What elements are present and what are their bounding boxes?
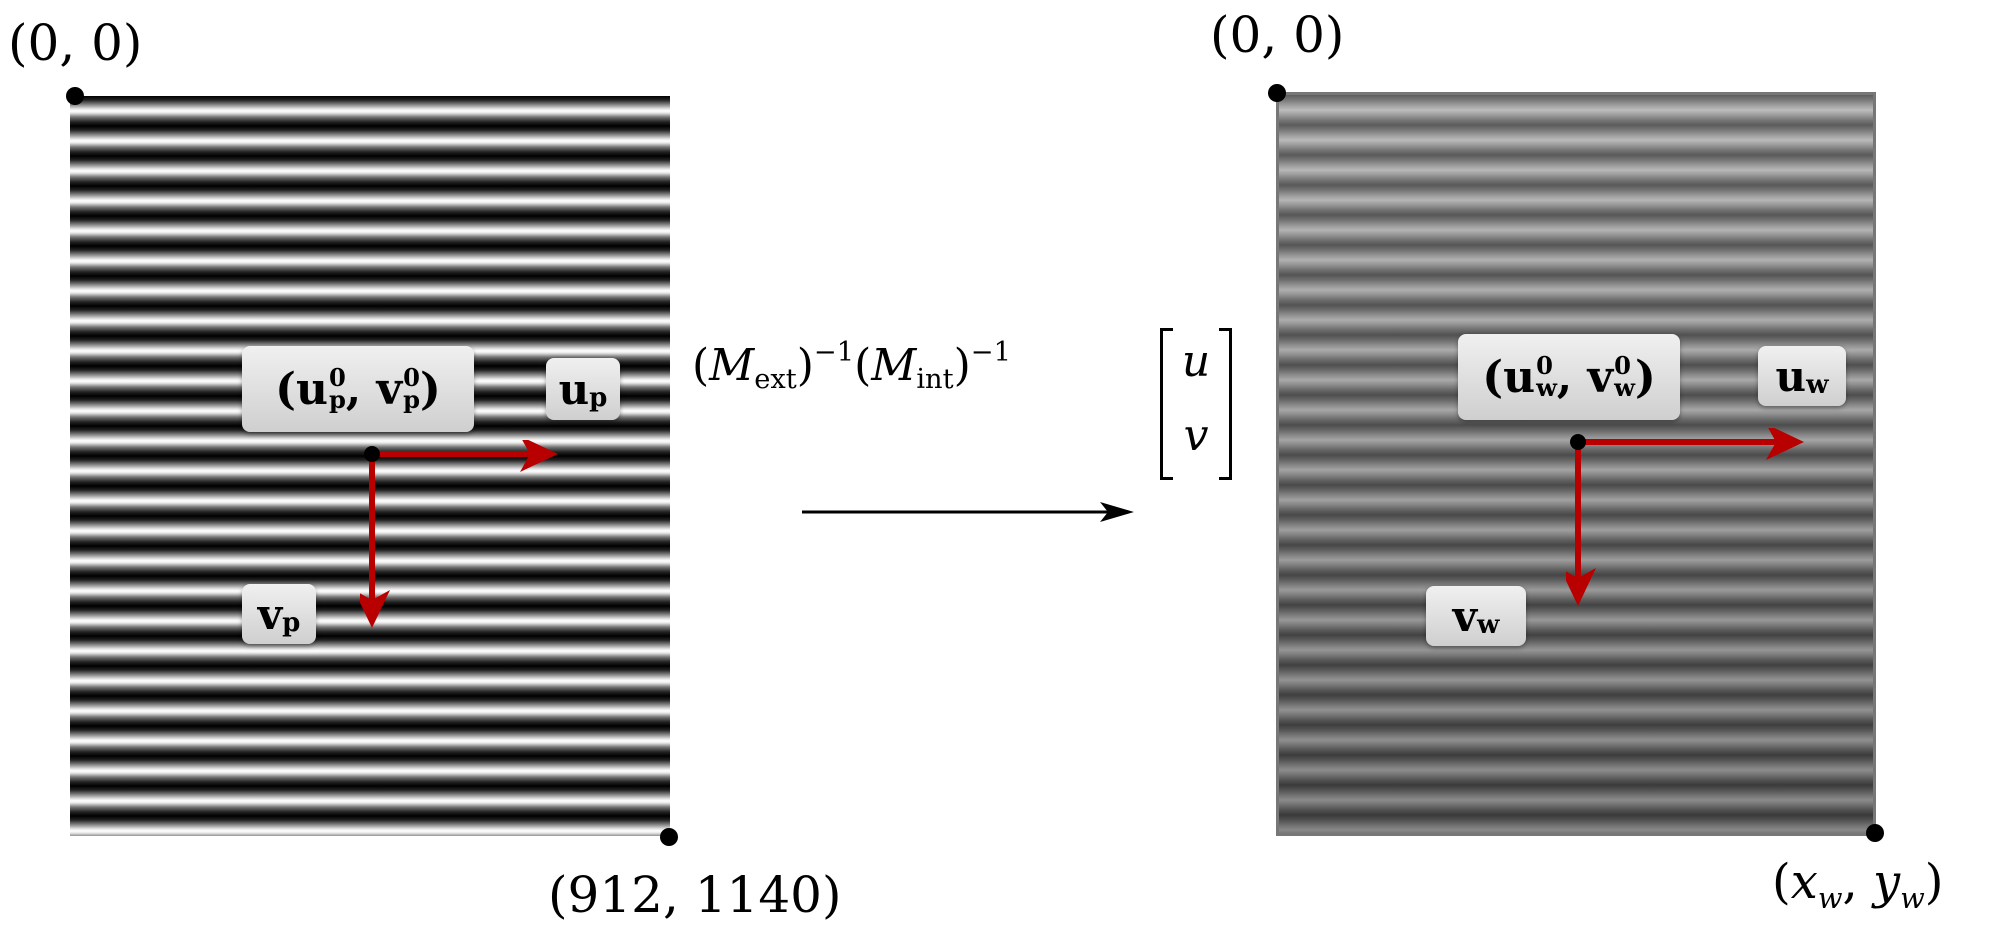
left-origin-point (66, 87, 84, 105)
left-v-arrowhead (360, 590, 390, 628)
left-origin-label: (0, 0) (8, 14, 143, 72)
vector-u-component: u (1181, 336, 1211, 387)
right-axes (1566, 428, 1804, 606)
left-axis-origin-dot (364, 446, 380, 462)
left-axes (360, 440, 558, 628)
vector-v-component: v (1183, 410, 1209, 461)
left-u-arrowhead (520, 440, 558, 472)
left-end-label: (912, 1140) (548, 866, 842, 924)
uv-vector: u v (1160, 328, 1232, 480)
right-u-arrowhead (1766, 428, 1804, 460)
left-end-point (660, 828, 678, 846)
right-v-arrowhead (1566, 568, 1596, 606)
transform-arrow (802, 502, 1134, 522)
right-end-label: (xw, yw) (1772, 854, 1944, 916)
vector-left-bracket (1160, 328, 1173, 480)
right-origin-label: (0, 0) (1210, 6, 1345, 64)
right-origin-point (1268, 84, 1286, 102)
right-axis-origin-dot (1570, 434, 1586, 450)
inverse-transform-formula: (Mext)−1(Mint)−1 (692, 336, 1011, 396)
transform-arrowhead (1100, 502, 1134, 522)
vector-right-bracket (1219, 328, 1232, 480)
right-end-point (1866, 824, 1884, 842)
